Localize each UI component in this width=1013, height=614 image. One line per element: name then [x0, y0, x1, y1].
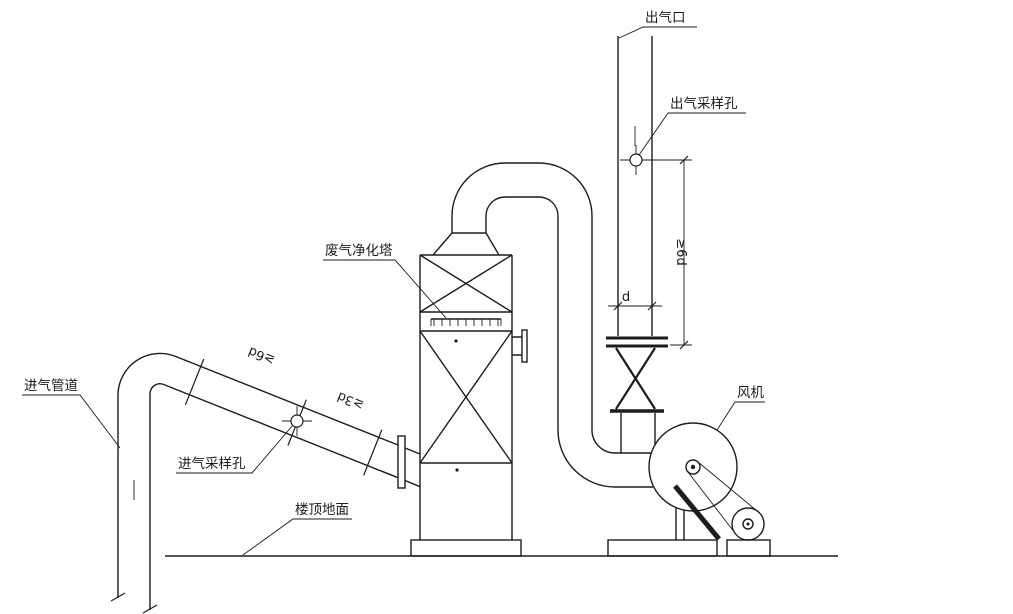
inlet-pipe-inner-wall [149, 383, 399, 610]
duct-outer-wall [451, 162, 593, 430]
inlet-flange [397, 435, 406, 489]
outlet-label: 出气口 [645, 10, 686, 26]
fan-shaft-dot [690, 464, 696, 470]
outlet-sampling-label: 出气采样孔 [670, 96, 738, 112]
motor-pulley-hub [742, 518, 754, 530]
inlet-sampling-leader [176, 424, 294, 474]
tower-top-cap [432, 232, 500, 256]
stack-sampling-distance-dimension [670, 155, 692, 350]
inlet-sampling-label: 进气采样孔 [178, 456, 246, 472]
exhaust-stack [608, 36, 692, 350]
fan-base [607, 539, 718, 557]
purification-tower [410, 232, 528, 557]
inlet-pipe-outer-wall [117, 352, 399, 598]
duct-bottom-elbow-outer [557, 429, 653, 488]
pipe-break-marks [110, 592, 158, 614]
dim-inlet-upstream: ≥6d [246, 343, 277, 367]
fan-assembly [607, 413, 771, 557]
inlet-pipe [110, 352, 421, 614]
motor-base [726, 539, 771, 557]
tower-base [410, 539, 522, 557]
distributor-nozzle-hatch [430, 319, 502, 326]
inlet-stub [404, 447, 421, 488]
flex-top-flange-pair [606, 336, 668, 348]
outlet-sampling-hole-symbol [620, 145, 692, 175]
fan-leader [716, 401, 765, 431]
tower-leader [323, 259, 447, 319]
motor-pulley-dot [746, 522, 750, 526]
motor-mount-strut [673, 484, 721, 541]
roof-ground-label: 楼顶地面 [295, 502, 349, 518]
inlet-pipe-label: 进气管道 [24, 378, 78, 394]
inlet-pipe-leader [22, 394, 121, 449]
inlet-sampling-hole-symbol [282, 406, 312, 436]
text-labels: 进气管道 进气采样孔 楼顶地面 废气净化塔 风机 出气采样孔 出气口 ≥6d d… [24, 10, 765, 518]
dim-outlet-upstream: ≥6d [673, 238, 688, 265]
outlet-leader [618, 26, 697, 39]
tower-demister-section [419, 254, 513, 313]
sump-center-dot [455, 468, 459, 472]
duct-bottom-elbow-inner [591, 429, 651, 454]
fan-shaft-hub [685, 459, 701, 475]
dim-inlet-downstream: ≥3d [335, 388, 366, 412]
fan-discharge-duct [620, 413, 656, 453]
drive-belt [687, 461, 760, 536]
leader-lines [22, 26, 765, 556]
stack-walls [617, 36, 653, 336]
line-work [22, 26, 838, 614]
flex-bowtie [615, 347, 656, 410]
tower-side-nozzle [512, 329, 528, 363]
overhead-duct [451, 162, 653, 488]
spray-point-dot [454, 339, 458, 343]
fan-label: 风机 [737, 385, 765, 401]
outlet-sampling-leader [638, 112, 746, 156]
tower-shell [419, 254, 513, 540]
duct-inner-wall [485, 196, 559, 430]
stack-diameter-dimension [608, 301, 662, 311]
tower-packing-section [419, 330, 513, 464]
dim-duct-diameter: d [622, 290, 630, 305]
tower-label: 废气净化塔 [325, 243, 393, 259]
flexible-connector [606, 336, 668, 413]
fan-support-legs [675, 508, 685, 540]
roof-ground-leader [242, 518, 352, 556]
